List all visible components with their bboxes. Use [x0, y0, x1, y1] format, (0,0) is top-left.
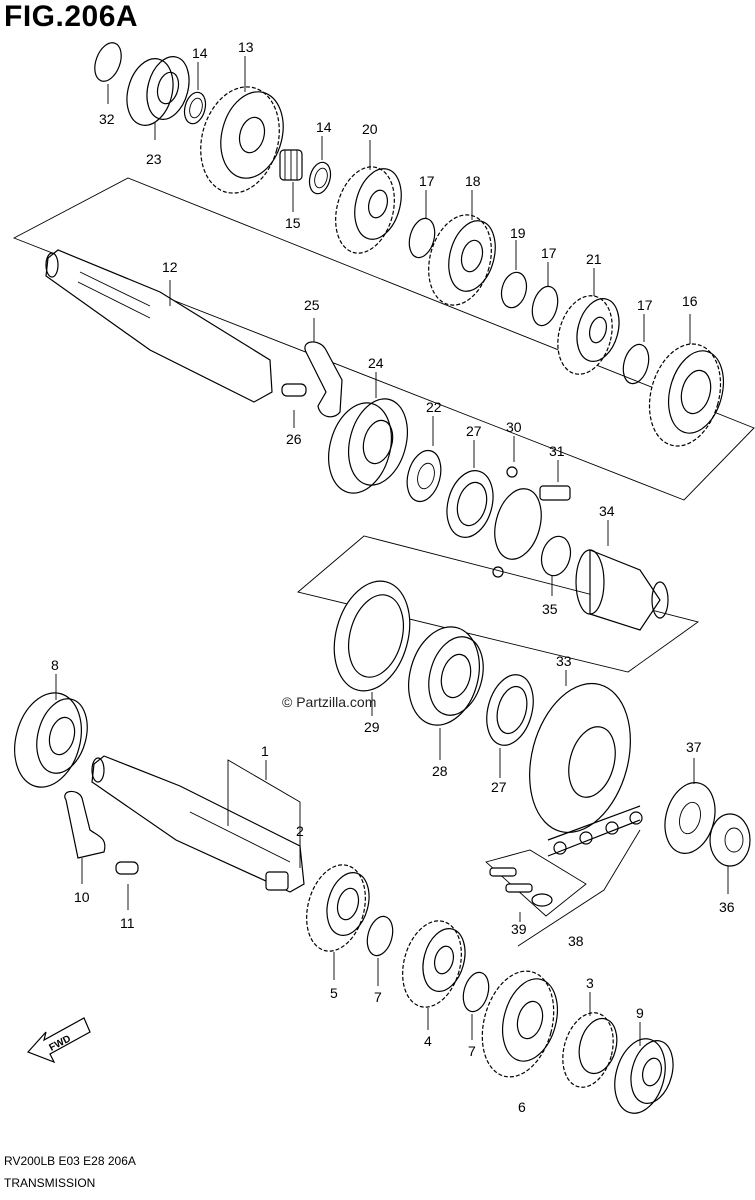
part-26-screw [281, 383, 307, 428]
watermark: © Partzilla.com [282, 694, 376, 710]
callout-17: 17 [541, 245, 557, 261]
part-14-washer-b [308, 136, 332, 195]
part-27-oil-seal-a [446, 440, 494, 538]
footer-section-name: TRANSMISSION [4, 1176, 96, 1190]
callout-17: 17 [637, 297, 653, 313]
copyright-symbol: © [282, 694, 293, 710]
part-20-gear [335, 140, 402, 254]
callout-13: 13 [238, 39, 254, 55]
part-12-countershaft [45, 249, 273, 403]
part-27-oil-seal-b [486, 674, 534, 778]
part-17-circlip-b [531, 262, 559, 327]
callout-14: 14 [192, 45, 208, 61]
part-21-gear [557, 268, 620, 375]
callout-8: 8 [51, 657, 59, 673]
part-38-drive-chain [517, 805, 643, 947]
callout-4: 4 [424, 1033, 432, 1049]
callout-37: 37 [686, 739, 702, 755]
part-33-sprocket [529, 670, 631, 834]
callout-14: 14 [316, 119, 332, 135]
callout-9: 9 [636, 1005, 644, 1021]
callout-24: 24 [368, 355, 384, 371]
callout-5: 5 [330, 985, 338, 1001]
callout-33: 33 [556, 653, 572, 669]
callout-19: 19 [510, 225, 526, 241]
part-7-circlip-b [462, 971, 490, 1040]
part-11-screw [115, 861, 139, 910]
part-18-gear [428, 190, 496, 306]
sprocket-group-outline [297, 535, 700, 673]
part-2-bushing [265, 840, 301, 891]
callout-25: 25 [304, 297, 320, 313]
callout-17: 17 [419, 173, 435, 189]
callout-35: 35 [542, 601, 558, 617]
part-9-bearing [614, 1022, 674, 1114]
part-17-circlip-c [622, 314, 650, 385]
callout-30: 30 [506, 419, 522, 435]
callout-31: 31 [549, 443, 565, 459]
callout-10: 10 [74, 889, 90, 905]
part-23-bearing [126, 56, 190, 140]
callout-34: 34 [599, 503, 615, 519]
callout-32: 32 [99, 111, 115, 127]
footer-model-code: RV200LB E03 E28 206A [4, 1154, 136, 1168]
callout-6: 6 [518, 1099, 526, 1115]
callout-36: 36 [719, 899, 735, 915]
part-32-circlip [94, 42, 122, 104]
part-7-circlip-a [366, 915, 394, 986]
part-15-needle-bearing [279, 149, 303, 212]
watermark-text: Partzilla.com [296, 694, 377, 710]
callout-23: 23 [146, 151, 162, 167]
callout-3: 3 [586, 975, 594, 991]
countershaft-group-outline [12, 177, 755, 501]
part-19-washer [500, 240, 528, 309]
figure-title: FIG.206A [4, 0, 139, 33]
callout-7: 7 [468, 1043, 476, 1059]
part-22-washer [406, 416, 442, 503]
part-36-nut [709, 813, 751, 894]
part-24-bearing [328, 372, 408, 494]
part-35-o-ring [540, 535, 572, 596]
part-8-bearing [14, 674, 88, 788]
part-5-gear [306, 864, 370, 980]
callout-12: 12 [162, 259, 178, 275]
fwd-arrow-icon: FWD [26, 1017, 91, 1064]
part-25-plate [304, 318, 343, 418]
callout-21: 21 [586, 251, 602, 267]
part-29-oil-seal [333, 580, 411, 716]
part-31-bolt [539, 460, 571, 501]
callout-38: 38 [568, 933, 584, 949]
part-37-lock-washer [664, 758, 716, 854]
callout-18: 18 [465, 173, 481, 189]
part-17-circlip-a [408, 190, 436, 259]
part-10-plate [64, 790, 106, 884]
callout-16: 16 [682, 293, 698, 309]
callout-27: 27 [466, 423, 482, 439]
part-28-bearing [408, 626, 484, 760]
part-1-main-shaft [91, 755, 305, 893]
callout-22: 22 [426, 399, 442, 415]
part-6-gear [481, 970, 558, 1078]
part-13-gear [200, 56, 284, 194]
callout-15: 15 [285, 215, 301, 231]
part-30-retainer [492, 436, 542, 578]
callout-26: 26 [286, 431, 302, 447]
callout-20: 20 [362, 121, 378, 137]
callout-28: 28 [432, 763, 448, 779]
callout-27: 27 [491, 779, 507, 795]
callout-11: 11 [120, 915, 135, 931]
part-3-gear [562, 992, 618, 1088]
callout-2: 2 [296, 823, 304, 839]
part-16-gear [648, 314, 724, 447]
callout-29: 29 [364, 719, 380, 735]
part-4-gear [402, 920, 466, 1030]
callout-1: 1 [261, 743, 269, 759]
part-34-spacer [575, 520, 669, 631]
part-39-master-link [485, 849, 587, 922]
callout-39: 39 [511, 921, 527, 937]
part-14-washer-a [183, 62, 207, 125]
callout-7: 7 [374, 989, 382, 1005]
callout-labels: 32 23 14 13 14 20 15 17 18 19 17 21 17 1… [51, 39, 735, 1115]
